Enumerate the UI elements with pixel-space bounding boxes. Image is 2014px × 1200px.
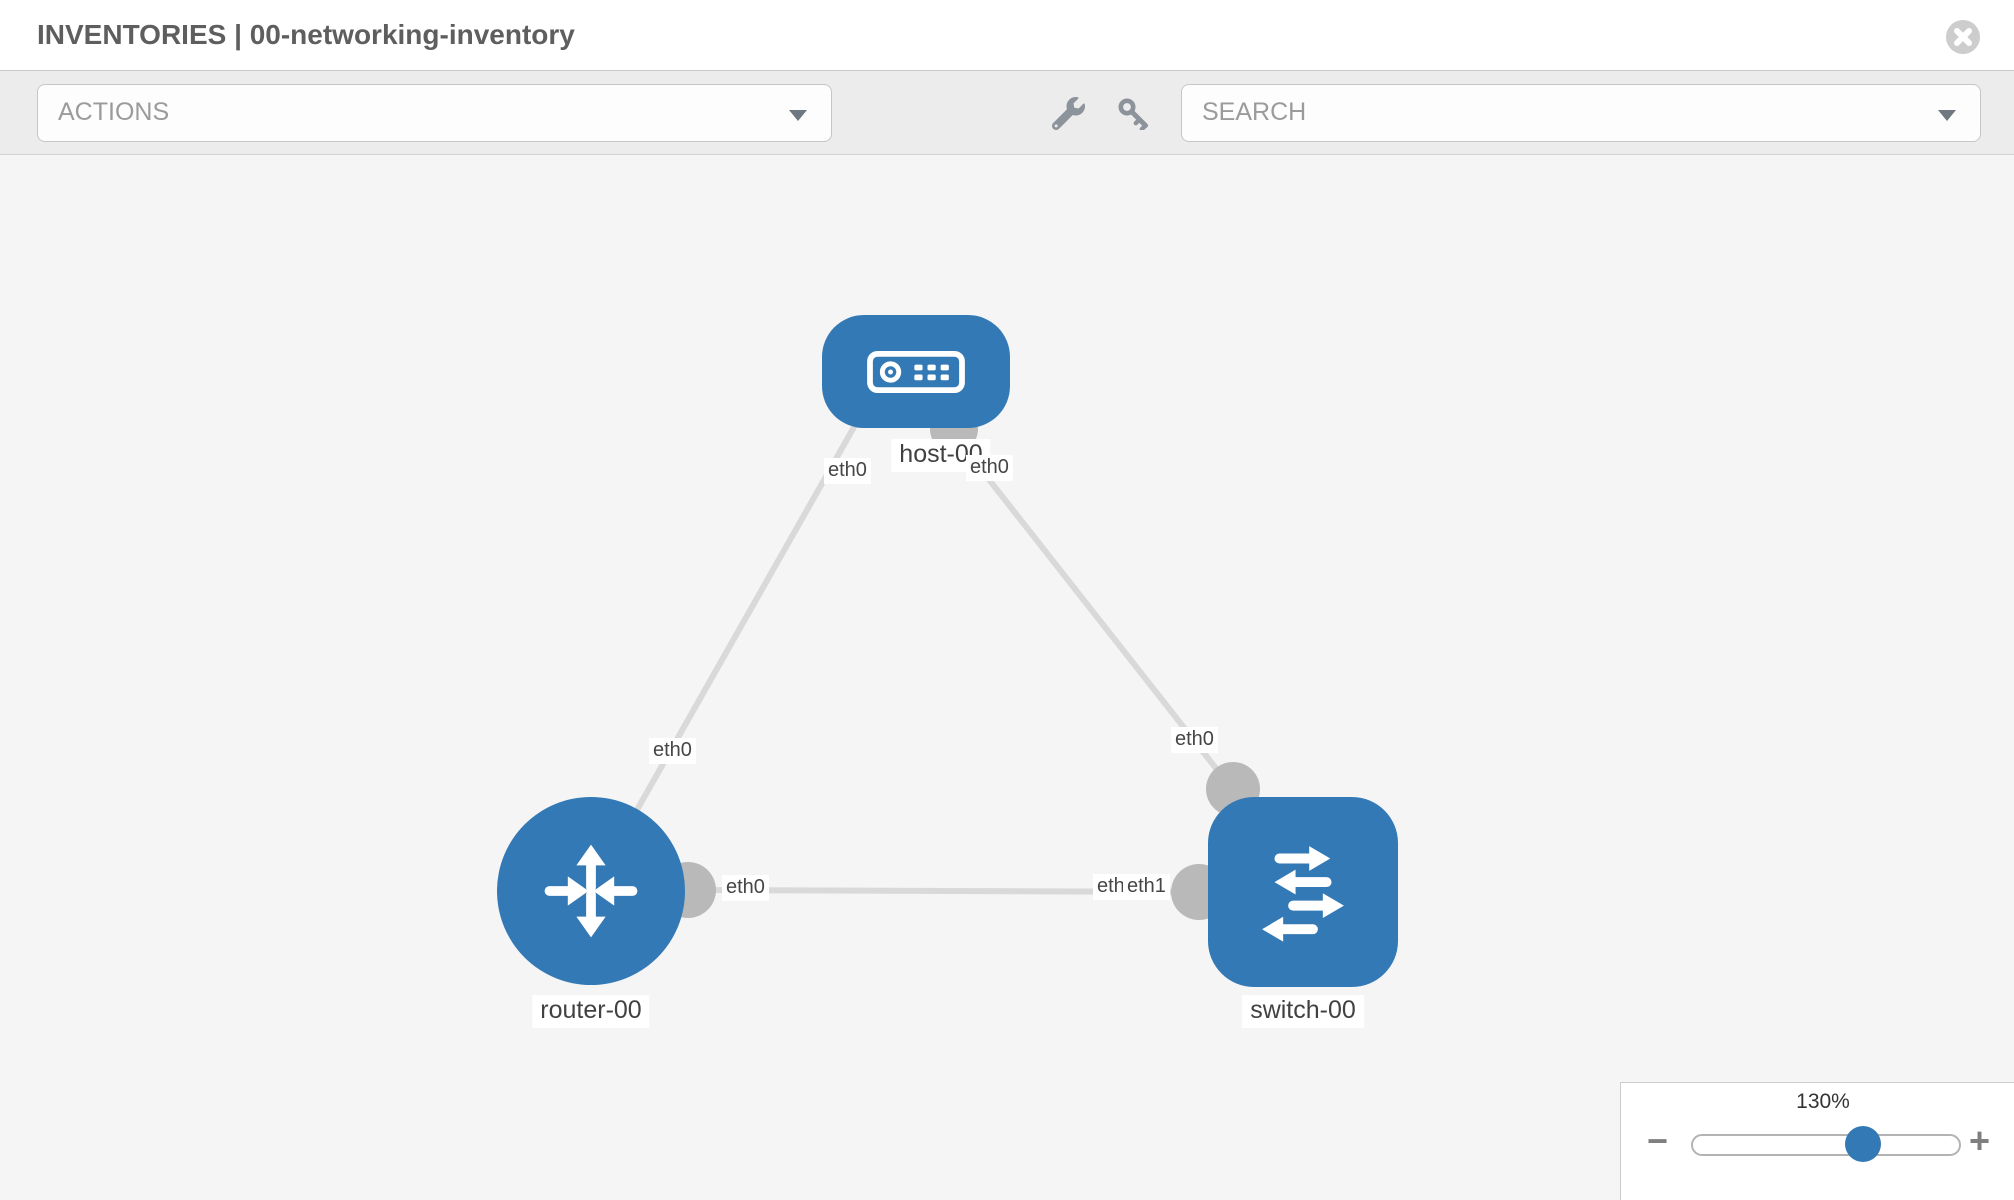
close-button[interactable] [1946,20,1980,54]
close-icon [1946,20,1980,54]
chevron-down-icon [789,110,807,121]
actions-dropdown[interactable]: ACTIONS [37,84,832,142]
topology-edges-layer [588,388,1260,920]
search-dropdown[interactable]: SEARCH [1181,84,1981,142]
actions-dropdown-label: ACTIONS [58,98,170,126]
zoom-out-button[interactable]: − [1647,1120,1669,1161]
interface-label: eth0 [824,458,871,484]
zoom-control-panel: 130% − + [1620,1082,2014,1200]
router-icon [544,844,638,938]
wrench-icon [1051,97,1085,131]
credentials-button[interactable] [1117,97,1150,132]
interface-label: eth0 [1171,727,1218,753]
search-dropdown-label: SEARCH [1202,98,1307,126]
zoom-slider-thumb[interactable] [1845,1126,1882,1162]
zoom-in-button[interactable]: + [1969,1120,1991,1161]
interface-label: eth0 [722,875,769,901]
server-icon [867,350,965,393]
zoom-slider-track[interactable] [1691,1126,1961,1162]
node-router-00[interactable] [497,797,685,985]
tools-button[interactable] [1051,97,1085,131]
interface-label: eth1 [1123,874,1170,900]
title-bar: INVENTORIES | 00-networking-inventory [0,0,2014,71]
node-label-switch: switch-00 [1242,995,1364,1028]
chevron-down-icon [1938,110,1956,121]
topology-canvas[interactable]: host-00 router-00 switch-00 eth0 eth0 et… [0,155,2014,1200]
page-title: INVENTORIES | 00-networking-inventory [37,19,575,50]
zoom-level-value: 130% [1796,1090,1850,1113]
node-switch-00[interactable] [1208,797,1398,987]
interface-label: eth0 [649,738,696,764]
toolbar: ACTIONS SEARCH [0,71,2014,155]
key-icon [1118,98,1148,132]
node-host-00[interactable] [822,315,1010,428]
node-label-router: router-00 [532,995,650,1028]
switch-icon [1262,846,1344,942]
interface-label: eth0 [966,455,1013,481]
